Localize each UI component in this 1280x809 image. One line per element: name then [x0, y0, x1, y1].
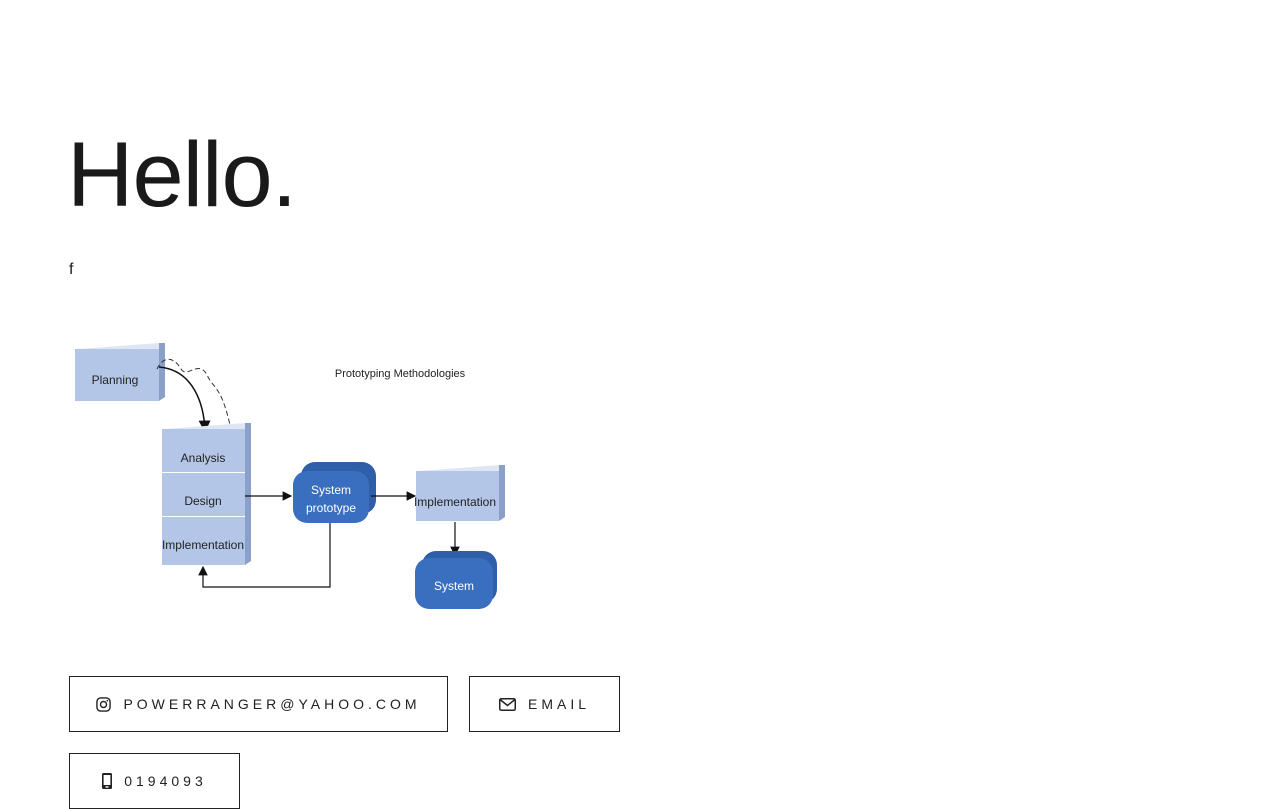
diagram-caption: Prototyping Methodologies	[335, 368, 466, 380]
implementation-right-box: Implementation	[414, 465, 505, 521]
page-title: Hello.	[67, 124, 297, 226]
planning-box: Planning	[75, 343, 165, 401]
phone-contact-label: 0194093	[124, 773, 207, 789]
analysis-label: Analysis	[181, 451, 226, 465]
page-subtitle: f	[69, 261, 74, 278]
planning-label: Planning	[92, 373, 139, 387]
system-prototype-box: System prototype	[293, 462, 376, 523]
instagram-icon	[96, 696, 112, 712]
prototyping-diagram: Prototyping Methodologies Planning Analy…	[75, 343, 505, 609]
system-label: System	[434, 579, 474, 593]
instagram-contact-label: POWERRANGER@YAHOO.COM	[123, 696, 421, 712]
envelope-icon	[498, 697, 516, 711]
implementation-right-label: Implementation	[414, 495, 496, 509]
system-box: System	[415, 551, 497, 609]
phone-contact-button[interactable]: 0194093	[69, 753, 240, 809]
email-contact-button[interactable]: EMAIL	[469, 676, 620, 732]
instagram-contact-button[interactable]: POWERRANGER@YAHOO.COM	[69, 676, 448, 732]
design-label: Design	[184, 494, 221, 508]
prototype-label-line2: prototype	[306, 501, 356, 515]
phase-stack: Analysis Design Implementation	[162, 423, 251, 565]
implementation-label: Implementation	[162, 538, 244, 552]
prototype-label-line1: System	[311, 483, 351, 497]
mobile-phone-icon	[102, 773, 113, 789]
email-contact-label: EMAIL	[527, 696, 590, 712]
